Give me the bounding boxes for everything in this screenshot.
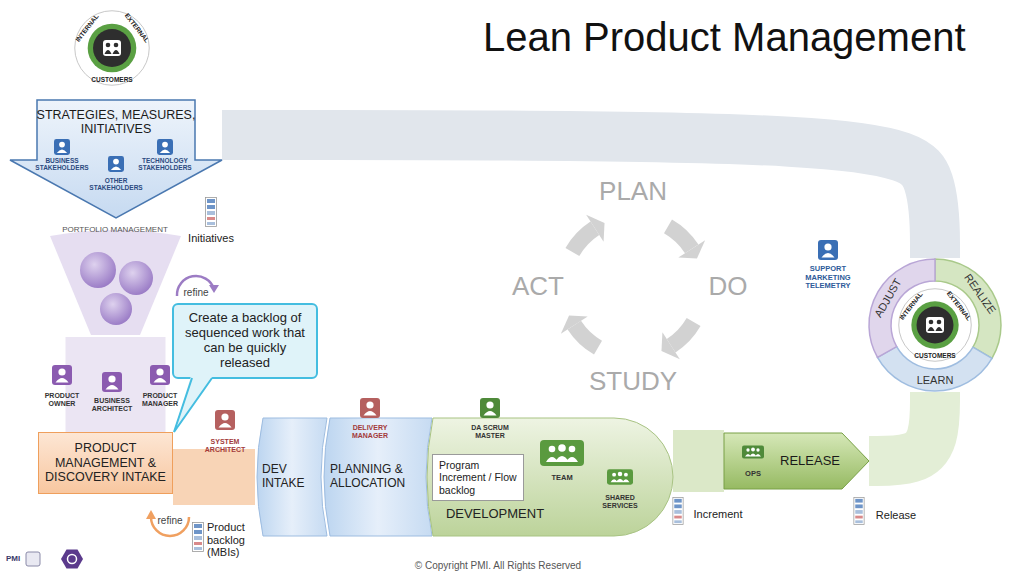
stage-segment: DEV INTAKE	[255, 418, 327, 536]
label-text: PRODUCT MANAGER	[138, 392, 182, 408]
cycle-arrowhead	[678, 240, 705, 258]
node-text: Program Increment / Flow backlog	[439, 459, 517, 495]
logo-ring	[68, 555, 77, 564]
customer-badge: INTERNALEXTERNALCUSTOMERS	[898, 288, 972, 362]
label-text: PLAN	[599, 177, 667, 207]
node-text: LEARN	[917, 374, 954, 387]
team-icon	[607, 469, 633, 484]
node-text: STRATEGIES, MEASURES, INITIATIVES	[34, 108, 199, 137]
node-text: PLANNING & ALLOCATION	[330, 463, 422, 491]
role-icon	[360, 398, 380, 418]
stakeholder-icon	[54, 139, 70, 155]
label-text: Product backlog (MBIs)	[207, 521, 255, 559]
label-text: SHARED SERVICES	[595, 494, 645, 510]
cycle-arrowhead	[661, 332, 679, 359]
label-text: refine	[183, 287, 208, 299]
stakeholder-icon	[157, 139, 173, 155]
role-icon	[480, 398, 500, 418]
title: Lean Product Management	[483, 14, 966, 60]
node-text: OTHER STAKEHOLDERS	[86, 177, 146, 192]
customer-badge-shape	[898, 288, 972, 362]
flow-band	[222, 135, 935, 258]
portfolio-funnel-shape	[48, 222, 183, 337]
refine-arrowhead	[209, 285, 219, 293]
node-text: TECHNOLOGY STAKEHOLDERS	[130, 157, 200, 172]
label-text: Initiatives	[188, 232, 234, 245]
node-text: DEVELOPMENT	[446, 507, 544, 522]
callout-tail	[174, 376, 213, 432]
label-text: OPS	[745, 470, 761, 479]
label-text: Release	[876, 509, 916, 522]
label-text: refine	[157, 515, 182, 527]
backlog-icon	[206, 198, 217, 227]
flow-band	[173, 449, 255, 505]
backlog-icon	[673, 497, 683, 524]
node-text: DEV INTAKE	[262, 463, 320, 491]
flow-band	[66, 337, 166, 432]
logo-mark	[26, 552, 40, 566]
team-icon	[742, 446, 764, 459]
node-text: BUSINESS STAKEHOLDERS	[31, 157, 93, 172]
backlog-box: Program Increment / Flow backlog	[432, 454, 524, 501]
release-arrow: RELEASE	[724, 433, 869, 489]
label-text: PRODUCT OWNER	[39, 392, 85, 408]
cycle-ring-shape	[868, 258, 1002, 392]
process-box: PRODUCT MANAGEMENT & DISCOVERY INTAKE	[38, 432, 173, 494]
cycle-arrowhead	[586, 215, 604, 242]
node-text: PRODUCT MANAGEMENT & DISCOVERY INTAKE	[45, 441, 166, 484]
label-text: SYSTEM ARCHITECT	[200, 438, 250, 454]
label-text: STUDY	[589, 367, 677, 397]
portfolio-funnel: PORTFOLIO MANAGEMENT	[48, 222, 183, 337]
label-text: DO	[709, 272, 748, 302]
customer-badge: INTERNALEXTERNALCUSTOMERS	[74, 10, 150, 86]
node-text: RELEASE	[780, 454, 840, 469]
refine-arrowhead	[146, 510, 156, 519]
label-text: TEAM	[551, 474, 572, 483]
logo-hexagon	[61, 550, 83, 569]
role-icon	[150, 365, 170, 385]
label-text: BUSINESS ARCHITECT	[86, 397, 138, 413]
node-text: CUSTOMERS	[914, 352, 955, 359]
team-icon	[540, 440, 584, 466]
label-text: PMI	[6, 554, 20, 563]
node-text: Create a backlog of sequenced work that …	[180, 311, 310, 371]
backlog-icon	[193, 523, 204, 552]
callout: Create a backlog of sequenced work that …	[172, 303, 318, 379]
label-text: Increment	[694, 508, 743, 521]
flow-band	[869, 392, 935, 461]
role-icon	[215, 410, 235, 430]
customer-badge-shape	[74, 10, 150, 86]
pdsa-cycle	[561, 215, 705, 359]
label-text: DELIVERY MANAGER	[342, 424, 398, 440]
node-text: CUSTOMERS	[91, 76, 132, 83]
node-text: PORTFOLIO MANAGEMENT	[62, 225, 168, 234]
cycle-arrowhead	[561, 315, 588, 333]
flow-band	[673, 430, 724, 492]
stakeholder-icon	[108, 156, 124, 172]
label-text: DA SCRUM MASTER	[462, 424, 518, 440]
caption: © Copyright PMI. All Rights Reserved	[415, 560, 581, 572]
backlog-icon	[854, 497, 864, 524]
cycle-ring: INTERNALEXTERNALCUSTOMERSADJUSTREALIZELE…	[868, 258, 1002, 392]
callout-tail-outline	[174, 378, 212, 432]
role-icon	[818, 240, 838, 260]
label-text: SUPPORT MARKETING TELEMETRY	[797, 265, 859, 291]
label-text: ACT	[512, 272, 564, 302]
role-icon	[102, 372, 122, 392]
role-icon	[52, 365, 72, 385]
